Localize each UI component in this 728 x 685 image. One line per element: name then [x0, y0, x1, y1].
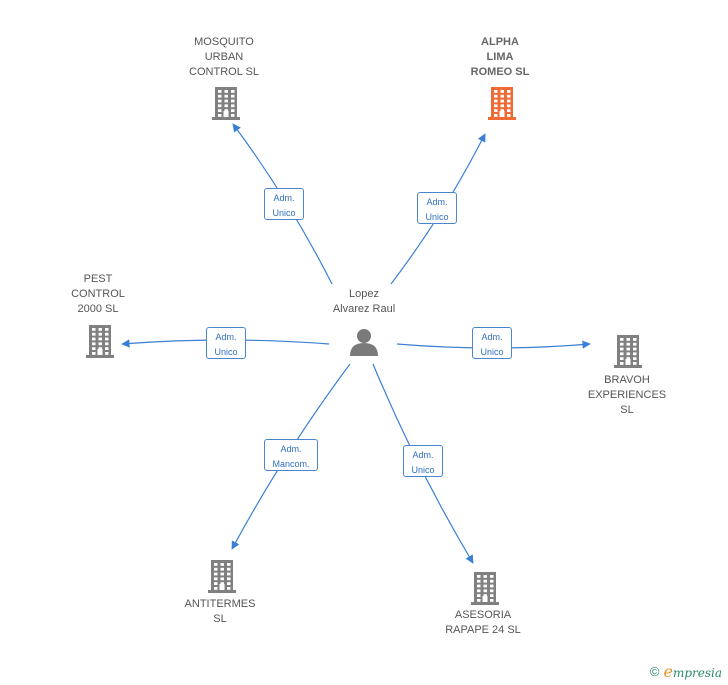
building-icon-antitermes [208, 560, 236, 593]
company-name-alpha[interactable]: ALPHA LIMA ROMEO SL [470, 35, 530, 78]
icons [86, 87, 642, 605]
building-icon-alpha [488, 87, 516, 120]
building-icon-asesoria [471, 572, 499, 605]
person-name[interactable]: Lopez Alvarez Raul [332, 288, 396, 315]
copyright-symbol: © [649, 664, 660, 679]
building-icon-pest [86, 325, 114, 358]
brand-logo: empresia [663, 662, 722, 681]
company-name-bravoh[interactable]: BRAVOH EXPERIENCES SL [587, 374, 667, 416]
building-icon-mosquito [212, 87, 240, 120]
building-icon-bravoh [614, 335, 642, 368]
relation-label-pest: Adm. Unico [206, 327, 246, 359]
relation-label-alpha: Adm. Unico [417, 192, 457, 224]
relation-label-antitermes: Adm. Mancom. [264, 439, 318, 471]
company-name-antitermes[interactable]: ANTITERMES SL [184, 598, 256, 625]
company-name-mosquito[interactable]: MOSQUITO URBAN CONTROL SL [189, 35, 259, 78]
relation-label-asesoria: Adm. Unico [403, 445, 443, 477]
relation-label-mosquito: Adm. Unico [264, 188, 304, 220]
company-name-asesoria[interactable]: ASESORIA RAPAPE 24 SL [445, 609, 521, 636]
edges [121, 123, 591, 564]
relation-label-bravoh: Adm. Unico [472, 327, 512, 359]
footer: © empresia [650, 662, 722, 681]
person-icon [350, 329, 378, 356]
company-name-pest[interactable]: PEST CONTROL 2000 SL [71, 272, 125, 315]
